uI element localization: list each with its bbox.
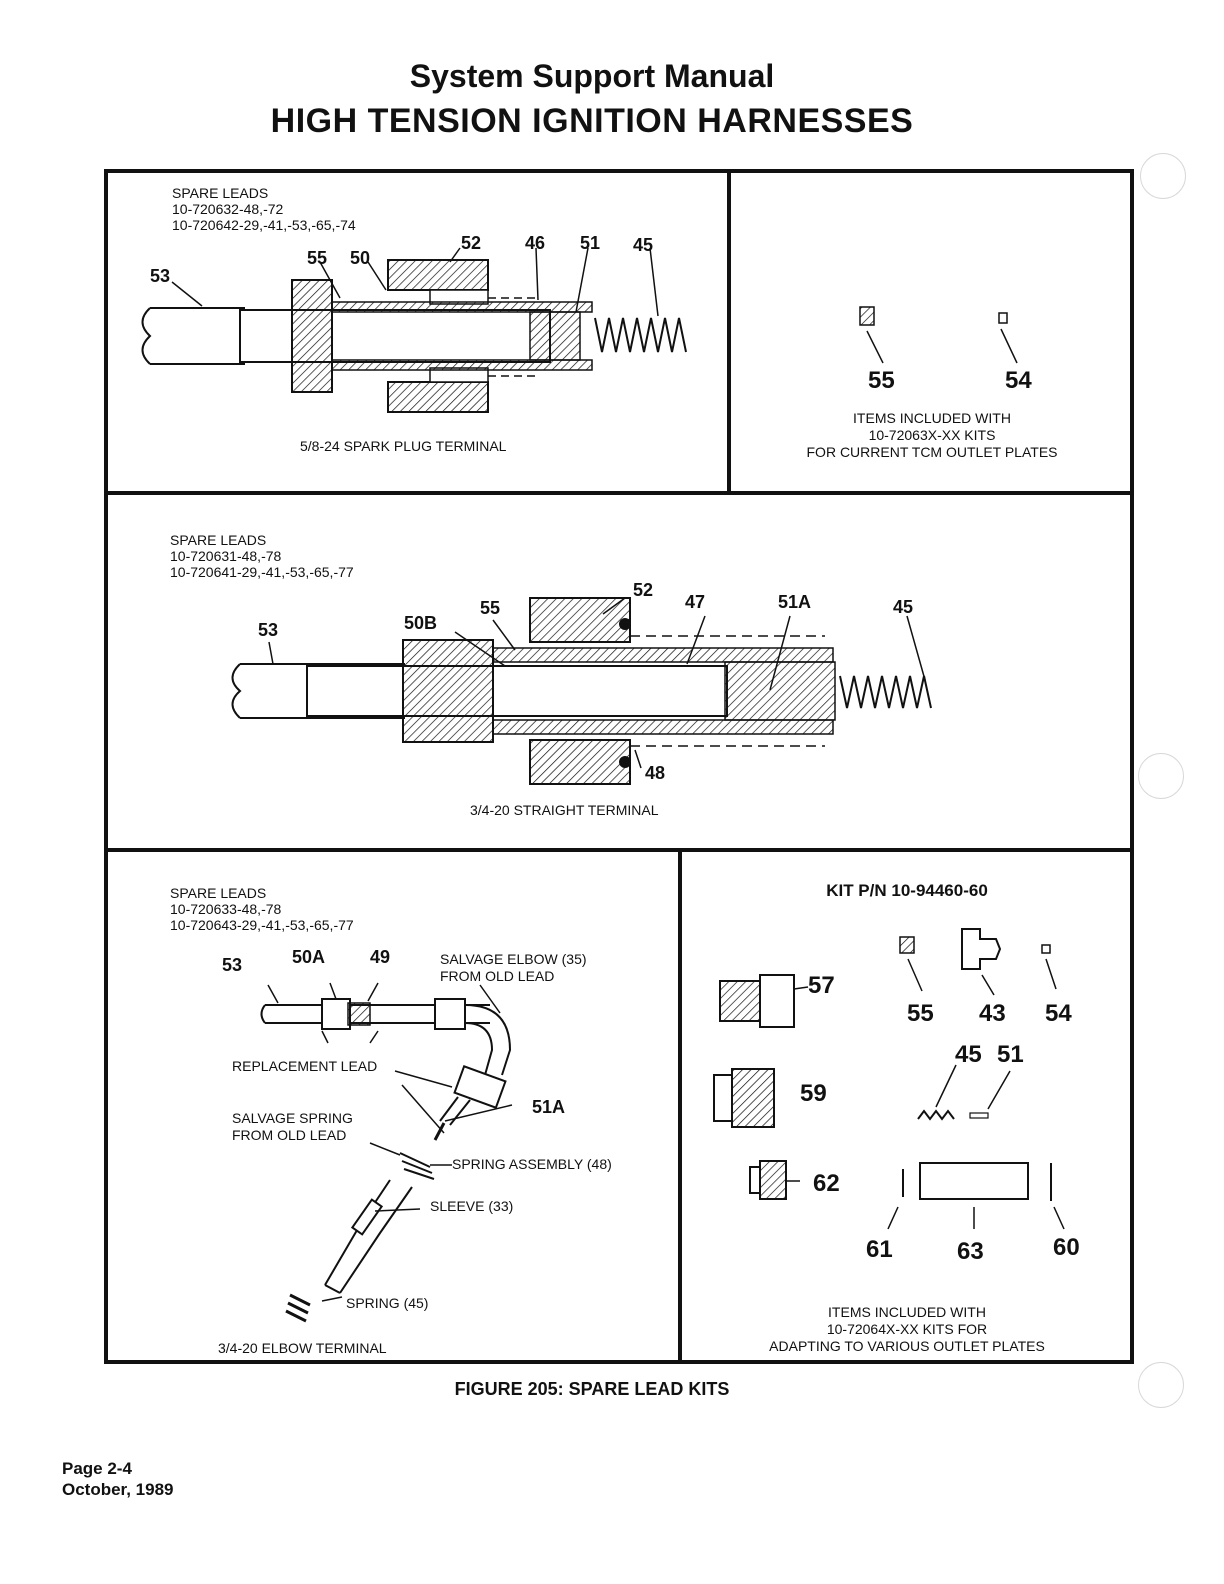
caption-tcm-outlet-kit: ITEMS INCLUDED WITH 10-72063X-XX KITS FO… <box>806 410 1058 460</box>
label-replacement-lead: REPLACEMENT LEAD <box>232 1058 378 1074</box>
kit-part-number: KIT P/N 10-94460-60 <box>826 881 988 900</box>
callout-51a: 51A <box>778 592 812 612</box>
callout-53: 53 <box>258 620 279 640</box>
manual-title: System Support Manual <box>409 58 775 94</box>
callout-63: 63 <box>957 1238 984 1265</box>
straight-terminal-drawing <box>231 597 932 785</box>
callout-60: 60 <box>1053 1234 1080 1261</box>
spark-plug-terminal-drawing <box>141 247 687 413</box>
figure-frame <box>104 169 1134 1364</box>
callout-59: 59 <box>800 1080 827 1107</box>
callout-54: 54 <box>1005 367 1032 394</box>
callout-49: 49 <box>370 947 391 967</box>
elbow-terminal-drawing <box>260 982 513 1323</box>
caption-spark-plug-terminal: 5/8-24 SPARK PLUG TERMINAL <box>300 438 507 454</box>
callout-45: 45 <box>633 235 654 255</box>
callout-43: 43 <box>979 1000 1006 1027</box>
divider-top <box>104 491 1134 495</box>
label-sleeve: SLEEVE (33) <box>430 1198 514 1214</box>
callout-54: 54 <box>1045 1000 1072 1027</box>
callout-51a: 51A <box>532 1097 566 1117</box>
callout-51: 51 <box>997 1041 1024 1068</box>
caption-adapter-kit: ITEMS INCLUDED WITH 10-72064X-XX KITS FO… <box>769 1304 1045 1354</box>
callout-55: 55 <box>907 1000 934 1027</box>
callout-55: 55 <box>480 598 501 618</box>
divider-top-vertical <box>727 169 731 495</box>
callout-47: 47 <box>685 592 706 612</box>
items-55-54-drawing <box>859 306 1018 364</box>
callout-50: 50 <box>350 248 371 268</box>
callout-53: 53 <box>222 955 243 975</box>
binder-hole-middle <box>1138 753 1184 799</box>
figure-caption: FIGURE 205: SPARE LEAD KITS <box>454 1379 730 1399</box>
callout-50b: 50B <box>404 613 438 633</box>
callout-52: 52 <box>633 580 654 600</box>
caption-straight-terminal: 3/4-20 STRAIGHT TERMINAL <box>470 802 659 818</box>
label-spring-assembly: SPRING ASSEMBLY (48) <box>452 1156 612 1172</box>
callout-57: 57 <box>808 972 835 999</box>
callout-53: 53 <box>150 266 171 286</box>
binder-hole-bottom <box>1138 1362 1184 1408</box>
spare-leads-text: SPARE LEADS 10-720631-48,-78 10-720641-2… <box>170 532 354 580</box>
spare-leads-text: SPARE LEADS 10-720633-48,-78 10-720643-2… <box>170 885 354 933</box>
callout-45: 45 <box>893 597 914 617</box>
section-title: HIGH TENSION IGNITION HARNESSES <box>270 102 914 140</box>
spare-leads-text: SPARE LEADS 10-720632-48,-72 10-720642-2… <box>172 185 356 233</box>
caption-elbow-terminal: 3/4-20 ELBOW TERMINAL <box>218 1340 387 1356</box>
label-salvage-elbow: SALVAGE ELBOW (35) FROM OLD LEAD <box>440 951 587 984</box>
divider-bottom <box>104 848 1134 852</box>
label-spring: SPRING (45) <box>346 1295 429 1311</box>
divider-bottom-vertical <box>678 848 682 1364</box>
label-salvage-spring: SALVAGE SPRING FROM OLD LEAD <box>232 1110 353 1143</box>
callout-48: 48 <box>645 763 666 783</box>
binder-hole-top <box>1140 153 1186 199</box>
callout-62: 62 <box>813 1170 840 1197</box>
adapter-kit-items-drawing <box>713 928 1065 1230</box>
callout-45: 45 <box>955 1041 982 1068</box>
callout-55: 55 <box>868 367 895 394</box>
callout-52: 52 <box>461 233 482 253</box>
callout-61: 61 <box>866 1236 893 1263</box>
callout-46: 46 <box>525 233 546 253</box>
page-date: October, 1989 <box>62 1480 174 1499</box>
callout-51: 51 <box>580 233 601 253</box>
page-number: Page 2-4 <box>62 1459 132 1478</box>
callout-55: 55 <box>307 248 328 268</box>
callout-50a: 50A <box>292 947 326 967</box>
